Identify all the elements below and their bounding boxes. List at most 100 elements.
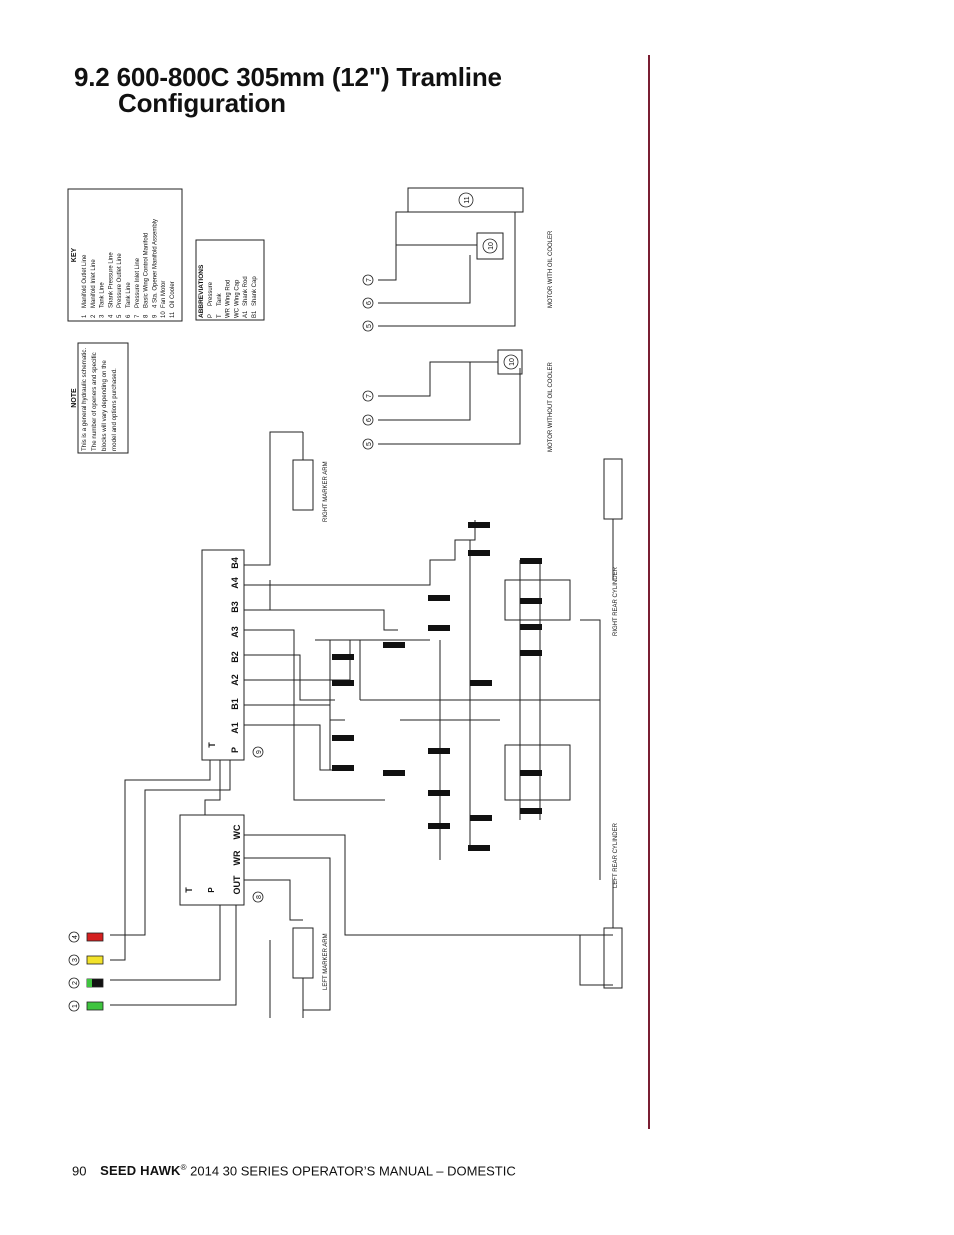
key-box	[67, 188, 183, 322]
key-item-number: 11	[170, 311, 176, 318]
accent-rule	[648, 55, 650, 1129]
abbreviation-label: Shank Rod	[243, 276, 249, 306]
line-number: 5	[366, 324, 373, 328]
page-number: 90	[72, 1163, 87, 1179]
manifold-9-number: 9	[256, 750, 263, 754]
fan-motor-with-cooler	[476, 232, 504, 260]
manifold-9-port-T: T	[207, 742, 217, 748]
abbreviations-box	[195, 239, 265, 321]
hose-fittings	[86, 932, 104, 1011]
line-number: 6	[366, 301, 373, 305]
key-item-number: 5	[117, 314, 123, 318]
manifold-9-port-A4: A4	[230, 577, 240, 589]
page-title: 9.2 600-800C 305mm (12") Tramline Config…	[74, 64, 502, 116]
manifold-9-port-B4: B4	[230, 557, 240, 569]
note-line: The number of openers and specific	[91, 352, 98, 451]
right-rear-cylinder-label: RIGHT REAR CYLINDER	[613, 566, 619, 636]
abbreviation-label: Pressure	[208, 281, 214, 306]
key-heading: KEY	[71, 247, 78, 262]
note-line: This is a general hydraulic schematic.	[81, 348, 88, 451]
manifold-9-port-A3: A3	[230, 626, 240, 638]
manifold-8-port-P: P	[207, 887, 216, 893]
motor-number-with-cooler: 10	[488, 242, 495, 250]
key-item-label: Pressure Outlet Line	[117, 253, 123, 308]
abbreviation-code: T	[217, 314, 223, 318]
abbreviation-label: Shank Cap	[252, 276, 258, 306]
opener-actuators	[332, 522, 542, 851]
manifold-9-port-A2: A2	[230, 674, 240, 686]
manifold-9-port-B2: B2	[230, 651, 240, 663]
page-footer: 90 SEED HAWK® 2014 30 SERIES OPERATOR’S …	[72, 1163, 516, 1178]
key-item-label: Shank Pressure Line	[108, 252, 114, 308]
section-number: 9.2	[74, 62, 110, 92]
oil-cooler-number: 11	[464, 196, 471, 203]
hose-fitting-plug	[86, 1001, 104, 1011]
registered-mark: ®	[180, 1163, 187, 1172]
manifold-9-port-A1: A1	[230, 722, 240, 734]
title-line-2: Configuration	[118, 88, 286, 118]
key-item-number: 1	[82, 314, 88, 318]
motor-with-cooler-label: MOTOR WITH OIL COOLER	[548, 230, 554, 308]
abbreviations-heading: ABBREVIATIONS	[198, 264, 205, 318]
abbreviation-label: Tank	[217, 292, 223, 306]
key-item-label: Tank Line	[100, 282, 106, 308]
key-item-label: 4 Sta. Opener Manifold Assembly	[152, 219, 158, 308]
abbreviation-label: Wing Rod	[226, 280, 232, 306]
hose-fitting-plug	[86, 955, 104, 965]
key-item-number: 6	[126, 314, 132, 318]
left-rear-cylinder	[603, 927, 623, 989]
manifold-9-port-P: P	[230, 747, 240, 753]
manifold-9-port-B1: B1	[230, 698, 240, 710]
hose-fitting-number: 3	[72, 958, 79, 962]
manifold-8-number: 8	[256, 895, 263, 899]
key-item-number: 8	[144, 314, 150, 318]
manual-title: 2014 30 SERIES OPERATOR’S MANUAL – DOMES…	[186, 1163, 516, 1179]
note-line: model and options purchased.	[111, 368, 118, 451]
manifold-8-port-WC: WC	[232, 824, 242, 839]
abbreviation-code: WR	[226, 307, 232, 318]
line-number: 5	[366, 442, 373, 446]
left-rear-cylinder-label: LEFT REAR CYLINDER	[613, 822, 619, 888]
key-item-label: Tank Line	[126, 282, 132, 308]
motor-without-cooler-label: MOTOR WITHOUT OIL COOLER	[548, 361, 554, 452]
line-number: 6	[366, 418, 373, 422]
motor-number-no-cooler: 10	[509, 358, 516, 366]
hose-fitting-number: 4	[72, 935, 79, 939]
note-heading: NOTE	[71, 388, 78, 408]
key-item-number: 10	[161, 311, 167, 318]
abbreviation-code: B1	[252, 310, 258, 318]
hose-fitting-number: 1	[72, 1004, 79, 1008]
key-item-label: Manifold Inlet Line	[91, 259, 97, 308]
key-item-label: Basic Wing Control Manifold	[144, 233, 150, 308]
right-marker-arm-label: RIGHT MARKER ARM	[323, 461, 329, 522]
abbreviation-code: A1	[243, 310, 249, 318]
key-item-label: Fan Motor	[161, 281, 167, 308]
key-item-number: 3	[100, 314, 106, 318]
note-box	[77, 342, 129, 454]
hose-fitting-plug	[86, 932, 104, 942]
line-number: 7	[366, 278, 373, 282]
key-item-label: Manifold Outlet Line	[82, 254, 88, 308]
manifold-9-port-B3: B3	[230, 601, 240, 613]
note-line: blocks will vary depending on the	[101, 360, 108, 451]
right-rear-cylinder	[603, 458, 623, 520]
manifold-8	[179, 814, 245, 906]
line-number: 7	[366, 394, 373, 398]
abbreviation-label: Wing Cap	[234, 279, 240, 306]
key-item-number: 9	[152, 314, 158, 318]
brand-name: SEED HAWK	[100, 1163, 181, 1179]
oil-cooler	[407, 187, 524, 213]
key-item-number: 4	[108, 314, 114, 318]
manifold-8-port-OUT: OUT	[232, 875, 242, 895]
abbreviation-code: P	[208, 314, 214, 318]
key-item-number: 7	[135, 314, 141, 318]
right-marker-arm-cylinder	[292, 459, 314, 511]
hose-fitting-number: 2	[72, 981, 79, 985]
title-line-1: 600-800C 305mm (12") Tramline	[116, 62, 502, 92]
manifold-8-port-WR: WR	[232, 850, 242, 865]
key-item-number: 2	[91, 314, 97, 318]
hose-fitting-band	[87, 979, 92, 987]
key-item-label: Oil Cooler	[170, 281, 176, 308]
abbreviation-code: WC	[234, 307, 240, 318]
